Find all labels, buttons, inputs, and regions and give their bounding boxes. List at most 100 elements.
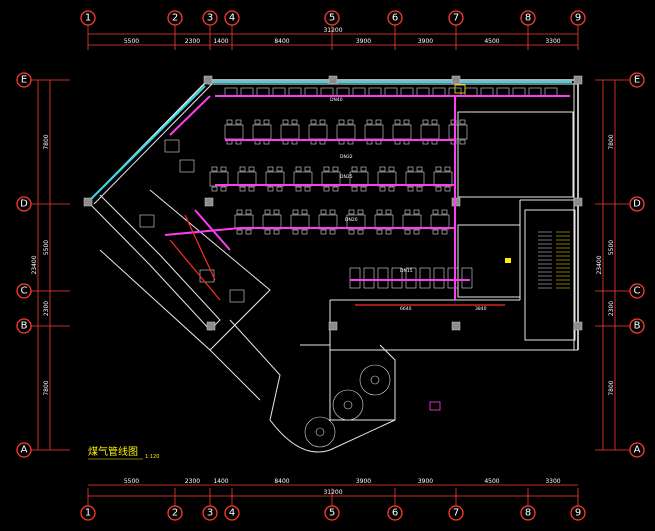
dining-table [240,87,254,97]
dining-table [528,87,542,97]
dining-table [347,119,354,125]
dining-table [164,139,180,153]
dining-table [264,229,271,235]
dining-table [349,267,361,289]
dining-table [229,289,245,303]
right-dim-seg: 7800 [608,380,615,395]
dining-table [276,166,283,172]
dining-table [291,119,298,125]
dining-table [430,214,450,230]
grid-label-row-B: B [634,321,641,332]
dining-table [304,186,311,192]
right-dim-seg: 2300 [608,301,615,316]
left-dim-seg: 2300 [43,301,50,316]
top-dim-seg: 3900 [356,38,371,45]
dining-table [288,87,302,97]
dining-table [320,87,334,97]
top-dim-total: 31200 [323,27,342,34]
grid-label-col-4: 4 [229,508,235,519]
dining-table [360,166,367,172]
dining-table [433,267,445,289]
top-dim-seg: 5500 [124,38,139,45]
dining-table [419,267,431,289]
drawing-title: 煤气管线图 [88,445,138,458]
dining-table [392,124,412,140]
dining-furniture [139,87,558,303]
grid-label-col-4: 4 [229,13,235,24]
dining-table [336,124,356,140]
dining-table [290,214,310,230]
grid-label-row-C: C [634,286,641,297]
bottom-dim-total: 31200 [323,489,342,496]
drawing-scale: 1:120 [145,454,159,460]
dining-table [319,119,326,125]
dining-table [248,166,255,172]
bottom-dim-seg: 1400 [213,478,228,485]
dining-table [293,171,313,187]
dining-table [321,171,341,187]
dining-table [332,186,339,192]
dining-table [391,267,403,289]
grid-label-col-8: 8 [525,508,531,519]
right-dim-total: 23400 [596,255,603,274]
dining-table [444,186,451,192]
dining-table [320,229,327,235]
dining-table [139,214,155,228]
dining-table [377,171,397,187]
dining-table [304,87,318,97]
top-dim-seg: 8400 [274,38,289,45]
dining-table [236,229,243,235]
dining-table [496,87,510,97]
dining-table [385,229,392,235]
dining-table [441,229,448,235]
grid-label-row-B: B [21,321,28,332]
left-dim-seg: 5500 [43,240,50,255]
dining-table [308,124,328,140]
dining-table [407,166,414,172]
dining-table [461,267,473,289]
pipe-label: DN40 [330,97,343,103]
dining-table [329,209,336,215]
grid-label-row-E: E [21,75,27,86]
bottom-dim-seg: 3900 [418,478,433,485]
dining-table [318,214,338,230]
glass-curtain-wall [89,81,572,201]
bottom-dim-seg: 5500 [124,478,139,485]
dining-table [512,87,526,97]
dining-table [374,214,394,230]
dining-table [304,166,311,172]
dining-table [295,166,302,172]
dining-table [280,124,300,140]
dining-table [413,209,420,215]
dining-table [405,267,417,289]
dining-table [388,186,395,192]
dining-table [323,166,330,172]
dining-table [338,119,345,125]
dining-table [248,186,255,192]
bottom-dim-seg: 3300 [545,478,560,485]
dining-table [388,166,395,172]
bottom-dim-seg: 2300 [185,478,200,485]
grid-label-col-6: 6 [392,508,398,519]
top-dim-seg: 1400 [213,38,228,45]
bottom-dim-seg: 4500 [484,478,499,485]
right-dim-seg: 5500 [608,240,615,255]
dining-table [220,166,227,172]
grid-label-row-E: E [634,75,640,86]
grid-label-col-8: 8 [525,13,531,24]
pipe-label: 6640 [400,306,412,312]
pipe-label: 3840 [475,306,487,312]
dining-table [432,209,439,215]
dining-table [357,229,364,235]
dining-table [544,87,558,97]
grid-label-col-9: 9 [575,508,581,519]
dining-table [357,209,364,215]
right-dim-seg: 7800 [608,134,615,149]
dining-table [435,166,442,172]
dining-table [320,209,327,215]
dining-table [464,87,478,97]
